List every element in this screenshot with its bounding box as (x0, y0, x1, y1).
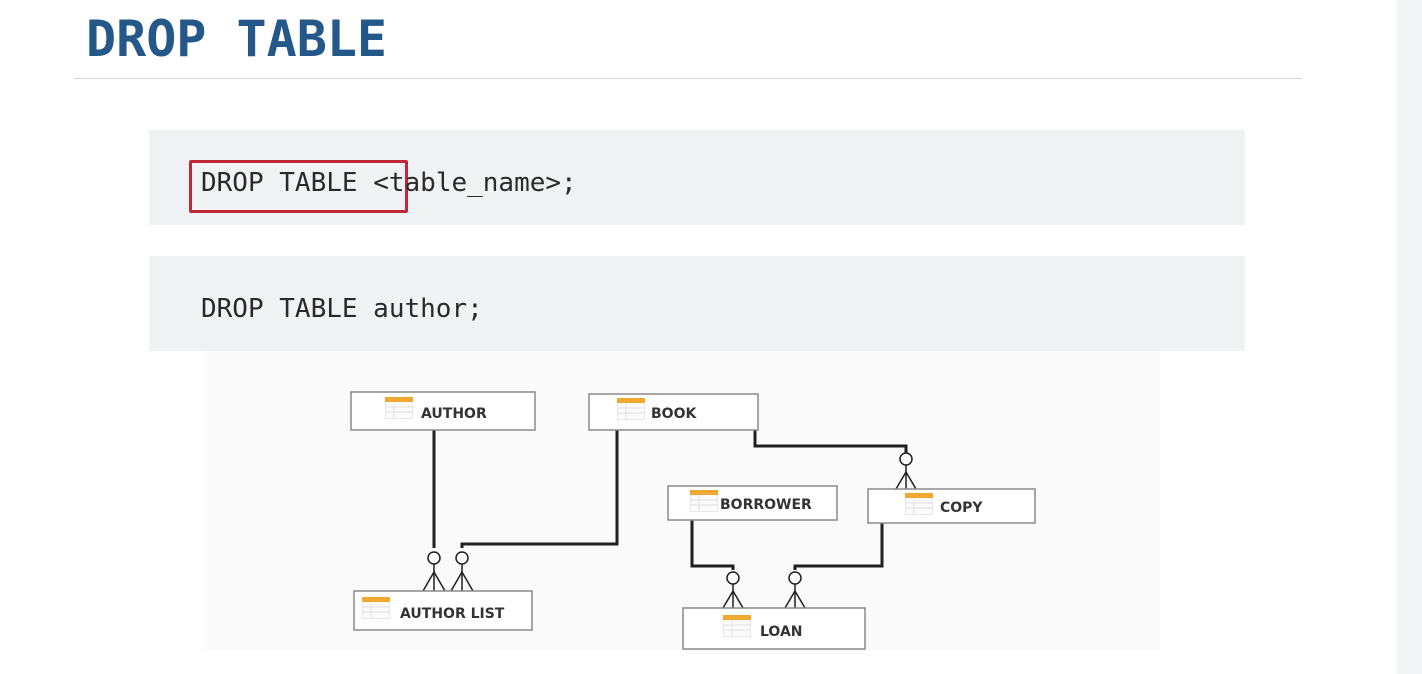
crows-feet (422, 452, 917, 609)
crows-foot-author-list-1 (422, 551, 446, 592)
entity-author: AUTHOR (350, 391, 536, 431)
table-icon (723, 615, 751, 637)
entity-author-list: AUTHOR LIST (353, 590, 533, 631)
syntax-code-block: DROP TABLE <table_name>; (149, 130, 1245, 225)
syntax-keyword: DROP TABLE (201, 168, 358, 198)
syntax-placeholder: <table_name>; (357, 168, 577, 198)
table-icon (617, 398, 645, 420)
crows-foot-copy (895, 452, 917, 490)
line-book-copy (753, 430, 908, 453)
crows-foot-loan-2 (784, 571, 806, 609)
entity-copy-label: COPY (940, 500, 983, 516)
entity-author-label: AUTHOR (421, 406, 487, 422)
table-icon (905, 493, 933, 515)
entity-author-list-label: AUTHOR LIST (400, 606, 505, 622)
example-line: DROP TABLE author; (201, 294, 483, 324)
table-icon (362, 597, 390, 619)
keyword-highlight-box (189, 160, 408, 213)
title-divider (74, 78, 1302, 79)
entity-loan-label: LOAN (760, 624, 803, 640)
example-code-block: DROP TABLE author; (149, 256, 1245, 351)
table-icon (690, 490, 718, 512)
entity-borrower: BORROWER (667, 485, 838, 521)
right-edge-panel (1397, 0, 1422, 674)
line-copy-loan (793, 523, 884, 570)
entity-book-label: BOOK (651, 406, 697, 422)
crows-foot-loan-1 (722, 571, 744, 609)
syntax-line: DROP TABLE <table_name>; (201, 168, 577, 198)
line-book-authorlist (460, 430, 619, 548)
entity-borrower-label: BORROWER (720, 497, 812, 513)
relationship-lines (432, 430, 908, 570)
slide-title: DROP TABLE (86, 10, 388, 68)
table-icon (385, 397, 413, 419)
line-borrower-loan (690, 520, 735, 570)
entity-loan: LOAN (682, 607, 866, 650)
entity-copy: COPY (867, 488, 1036, 524)
crows-foot-author-list-2 (450, 551, 474, 592)
entity-book: BOOK (588, 393, 759, 431)
